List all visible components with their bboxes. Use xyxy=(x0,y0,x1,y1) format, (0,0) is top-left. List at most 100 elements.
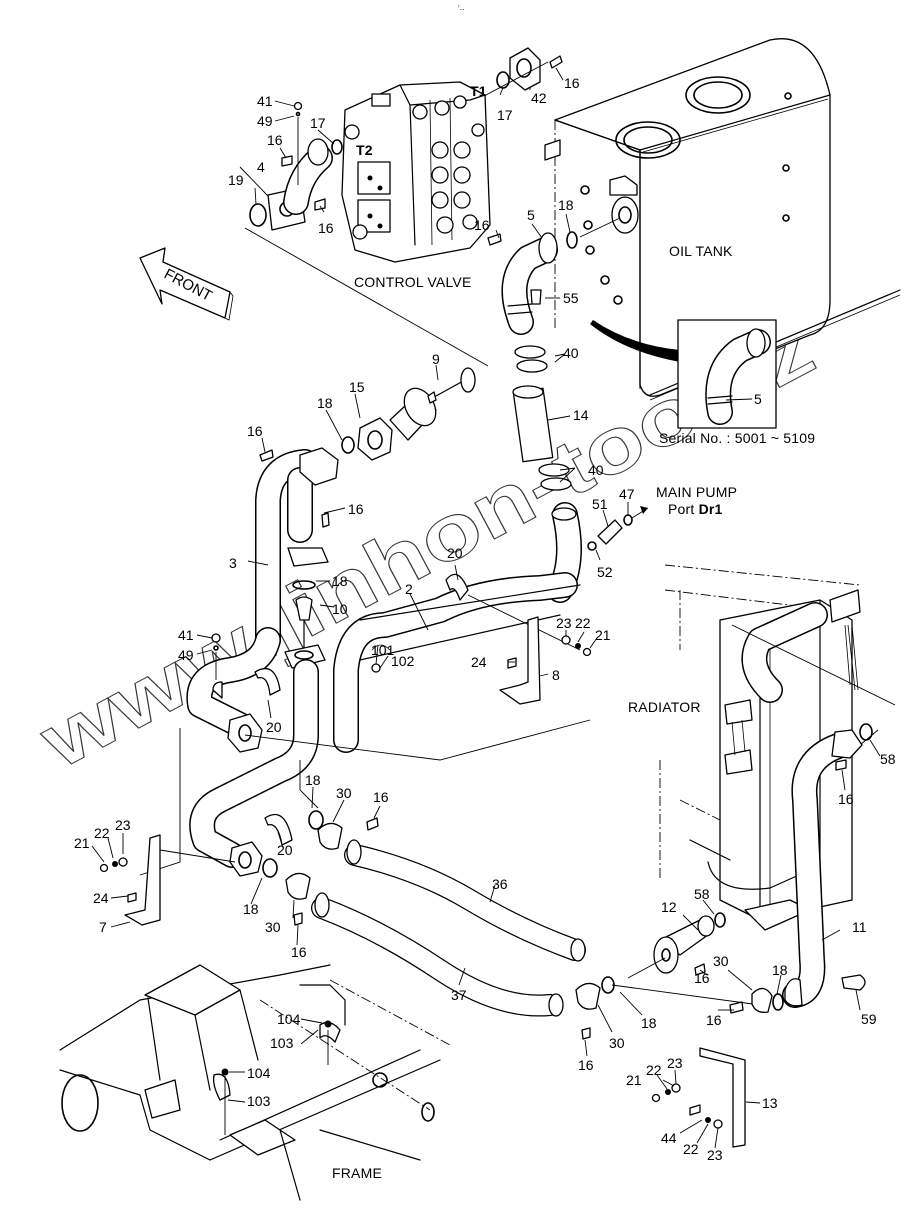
bracket-13 xyxy=(651,1047,746,1148)
callout-52: 52 xyxy=(597,564,613,580)
callout-18: 18 xyxy=(772,962,788,978)
callout-2: 2 xyxy=(405,581,413,597)
control-valve-left-fittings xyxy=(244,101,489,367)
callout-58: 58 xyxy=(694,886,710,902)
inset-part-callout: 5 xyxy=(754,391,762,407)
callout-11: 11 xyxy=(852,919,867,935)
callout-7: 7 xyxy=(99,919,107,935)
callout-10: 10 xyxy=(332,601,348,617)
callout-16: 16 xyxy=(838,791,854,807)
callout-102: 102 xyxy=(391,653,415,669)
oil-tank: OIL TANK xyxy=(544,38,901,401)
radiator-label: RADIATOR xyxy=(628,699,701,715)
front-arrow-indicator: FRONT xyxy=(139,247,234,321)
callout-14: 14 xyxy=(573,407,589,423)
callout-47: 47 xyxy=(619,486,635,502)
callout-23: 23 xyxy=(667,1055,683,1071)
callout-19: 19 xyxy=(228,172,244,188)
callout-18: 18 xyxy=(305,772,321,788)
callout-16: 16 xyxy=(247,423,263,439)
leader-lines xyxy=(91,67,881,1149)
callout-23: 23 xyxy=(115,817,131,833)
callout-23: 23 xyxy=(707,1147,723,1163)
callout-22: 22 xyxy=(575,615,591,631)
callout-13: 13 xyxy=(762,1095,778,1111)
callout-18: 18 xyxy=(641,1015,657,1031)
callout-104: 104 xyxy=(247,1065,271,1081)
callout-24: 24 xyxy=(471,654,487,670)
port-dr1: Dr1 xyxy=(699,501,723,517)
callout-22: 22 xyxy=(683,1141,699,1157)
callout-20: 20 xyxy=(447,545,463,561)
callout-16: 16 xyxy=(267,132,283,148)
callout-5: 5 xyxy=(527,207,535,223)
callout-49: 49 xyxy=(178,647,194,663)
callout-40: 40 xyxy=(588,462,604,478)
hoses xyxy=(262,810,615,1040)
callout-41: 41 xyxy=(178,627,194,643)
oil-tank-label: OIL TANK xyxy=(669,243,733,259)
callout-36: 36 xyxy=(492,876,508,892)
callout-17: 17 xyxy=(497,107,513,123)
callout-16: 16 xyxy=(564,75,580,91)
pipe-11 xyxy=(782,723,873,1008)
control-valve: CONTROL VALVE T1 T2 xyxy=(341,81,491,290)
callout-16: 16 xyxy=(694,970,710,986)
callout-21: 21 xyxy=(626,1072,642,1088)
callout-40: 40 xyxy=(563,345,579,361)
frame-label: FRAME xyxy=(332,1165,382,1181)
callout-18: 18 xyxy=(558,197,574,213)
callout-103: 103 xyxy=(247,1093,271,1109)
callout-4: 4 xyxy=(257,159,265,175)
callout-16: 16 xyxy=(706,1012,722,1028)
serial-note: Serial No. : 5001 ~ 5109 xyxy=(659,430,815,446)
callout-101: 101 xyxy=(371,642,395,658)
callout-58: 58 xyxy=(880,751,896,767)
header-mark: ’‥ xyxy=(458,5,465,12)
main-pump-label: MAIN PUMP xyxy=(656,484,737,500)
callout-24: 24 xyxy=(93,890,109,906)
callout-41: 41 xyxy=(257,93,273,109)
port-t1-label: T1 xyxy=(470,83,487,99)
frame: FRAME xyxy=(59,964,451,1201)
callout-3: 3 xyxy=(229,555,237,571)
callout-16: 16 xyxy=(474,217,490,233)
callout-104: 104 xyxy=(277,1011,301,1027)
callout-55: 55 xyxy=(563,290,579,306)
callout-18: 18 xyxy=(243,901,259,917)
callout-18: 18 xyxy=(332,573,348,589)
callout-30: 30 xyxy=(609,1035,625,1051)
callout-16: 16 xyxy=(318,220,334,236)
callout-20: 20 xyxy=(266,719,282,735)
callout-21: 21 xyxy=(74,835,90,851)
callout-51: 51 xyxy=(592,496,608,512)
callouts: 41 49 16 17 4 19 16 17 42 16 16 5 18 55 … xyxy=(74,75,896,1163)
callout-59: 59 xyxy=(861,1011,877,1027)
main-pump-port-label: Port Dr1 xyxy=(668,501,723,517)
callout-21: 21 xyxy=(595,627,611,643)
callout-30: 30 xyxy=(265,919,281,935)
callout-16: 16 xyxy=(578,1057,594,1073)
callout-22: 22 xyxy=(94,825,110,841)
callout-30: 30 xyxy=(336,785,352,801)
callout-15: 15 xyxy=(349,379,365,395)
callout-44: 44 xyxy=(661,1130,677,1146)
callout-42: 42 xyxy=(531,90,547,106)
callout-17: 17 xyxy=(310,115,326,131)
callout-9: 9 xyxy=(432,351,440,367)
callout-49: 49 xyxy=(257,113,273,129)
port-t2-label: T2 xyxy=(356,142,373,158)
callout-37: 37 xyxy=(451,987,467,1003)
center-pipe-assembly xyxy=(139,367,591,877)
callout-30: 30 xyxy=(713,953,729,969)
t1-flange xyxy=(485,47,563,96)
port-prefix: Port xyxy=(668,501,699,517)
bracket-8 xyxy=(499,616,592,705)
pipe-12 xyxy=(611,912,784,1014)
bracket-7 xyxy=(99,834,161,926)
callout-18: 18 xyxy=(317,395,333,411)
callout-12: 12 xyxy=(661,899,677,915)
callout-8: 8 xyxy=(552,667,560,683)
callout-16: 16 xyxy=(373,789,389,805)
callout-103: 103 xyxy=(270,1035,294,1051)
